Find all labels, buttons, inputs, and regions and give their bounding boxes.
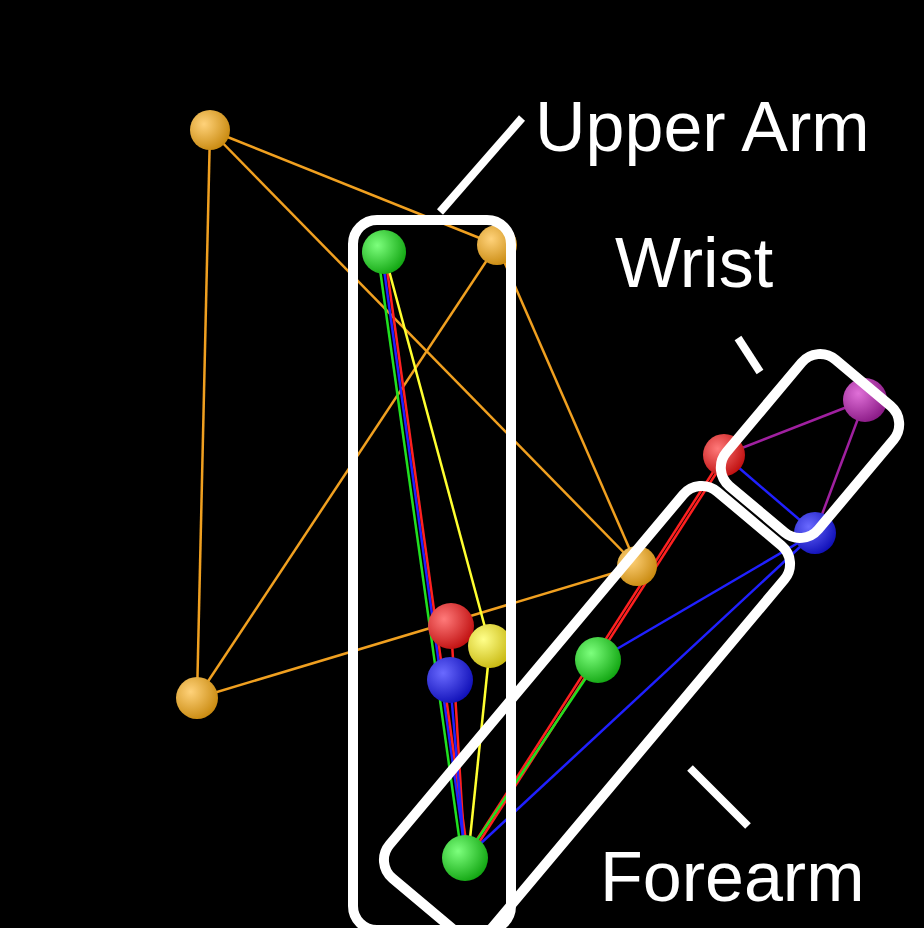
region-label: Wrist: [615, 228, 773, 298]
leader-line: [690, 768, 748, 826]
region-label: Forearm: [600, 842, 864, 912]
region-label: Upper Arm: [535, 92, 870, 162]
leader-line: [738, 338, 760, 372]
marker-spheres: [176, 110, 887, 881]
rounded-outline: [353, 220, 511, 928]
forearm-region: Forearm: [340, 430, 924, 928]
leader-line: [440, 118, 522, 212]
